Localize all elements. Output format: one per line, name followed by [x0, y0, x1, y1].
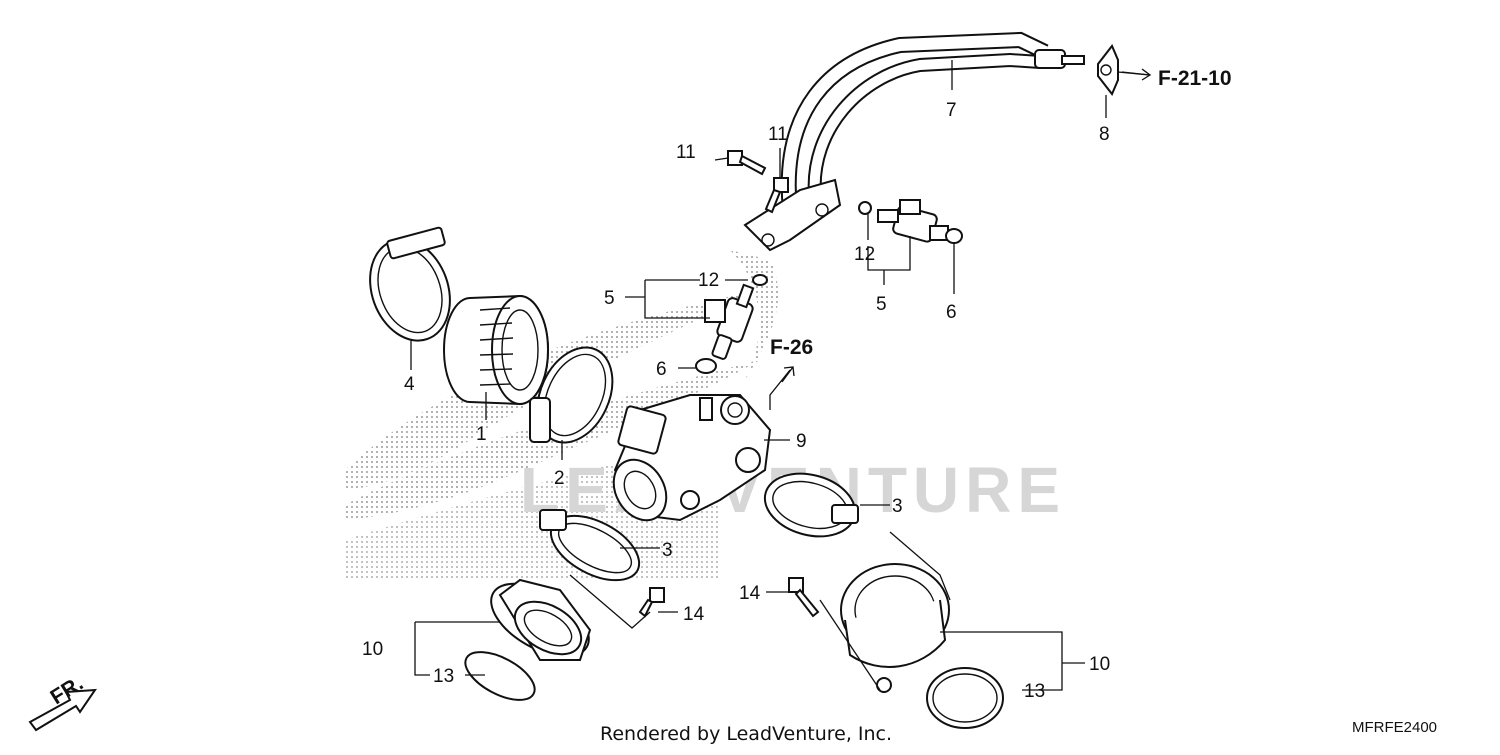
- callout-6-left: 6: [656, 359, 667, 380]
- callout-3-right: 3: [892, 496, 903, 517]
- callout-11-left: 11: [676, 142, 696, 163]
- part-5-injector-right: [877, 199, 949, 243]
- callout-11-right: 11: [768, 124, 788, 145]
- callout-5-left: 5: [604, 288, 615, 309]
- part-10-joint-right: [840, 563, 950, 693]
- leader-lines: [410, 60, 1151, 691]
- part-13-oring-left: [464, 651, 536, 701]
- callout-13-left: 13: [433, 666, 454, 687]
- callout-6-right: 6: [946, 302, 957, 323]
- callout-4: 4: [404, 374, 415, 395]
- callout-5-right: 5: [876, 294, 887, 315]
- part-12-oring-left: [752, 274, 768, 286]
- part-10-joint-left: [490, 578, 592, 661]
- part-6-oring-right: [945, 228, 963, 244]
- callout-7: 7: [946, 100, 957, 121]
- callout-10-right: 10: [1089, 654, 1110, 675]
- part-13-oring-right: [926, 667, 1004, 729]
- callout-1: 1: [476, 424, 487, 445]
- part-2-clamp: [529, 346, 614, 444]
- callout-14-left: 14: [683, 604, 705, 625]
- diagram-code: MFRFE2400: [1352, 719, 1437, 736]
- callout-2: 2: [554, 468, 565, 489]
- callout-12-right: 12: [854, 244, 875, 265]
- part-12-oring-right: [858, 201, 872, 215]
- part-14-bolt-left: [638, 587, 665, 618]
- callout-3-left: 3: [662, 540, 673, 561]
- part-6-oring-left: [695, 358, 717, 374]
- part-7-fuel-hose: [743, 31, 1085, 252]
- arrow-to-f26: [781, 366, 795, 383]
- callout-8: 8: [1099, 124, 1110, 145]
- callout-12-left: 12: [698, 270, 719, 291]
- reference-f26: F-26: [770, 336, 813, 359]
- callout-14-right: 14: [739, 583, 761, 604]
- part-3-clamp-right: [763, 472, 859, 538]
- part-9-throttle-body: [612, 394, 772, 522]
- part-11-bolt-right: [764, 177, 789, 214]
- part-1-insulator: [443, 294, 549, 406]
- callout-9: 9: [796, 431, 807, 452]
- part-3-clamp-left: [539, 509, 641, 582]
- callout-13-right: 13: [1024, 681, 1045, 702]
- part-11-bolt-left: [727, 150, 767, 176]
- reference-f21-10: F-21-10: [1158, 67, 1232, 90]
- part-4-band-clamp: [369, 226, 451, 342]
- part-8-clip: [1097, 44, 1119, 96]
- part-5-injector-left: [704, 283, 755, 360]
- arrow-to-f21: [1121, 68, 1152, 81]
- footer-credit: Rendered by LeadVenture, Inc.: [600, 723, 892, 745]
- front-arrow-icon: [28, 688, 97, 732]
- callout-10-left: 10: [362, 639, 383, 660]
- part-14-bolt-right: [788, 577, 820, 618]
